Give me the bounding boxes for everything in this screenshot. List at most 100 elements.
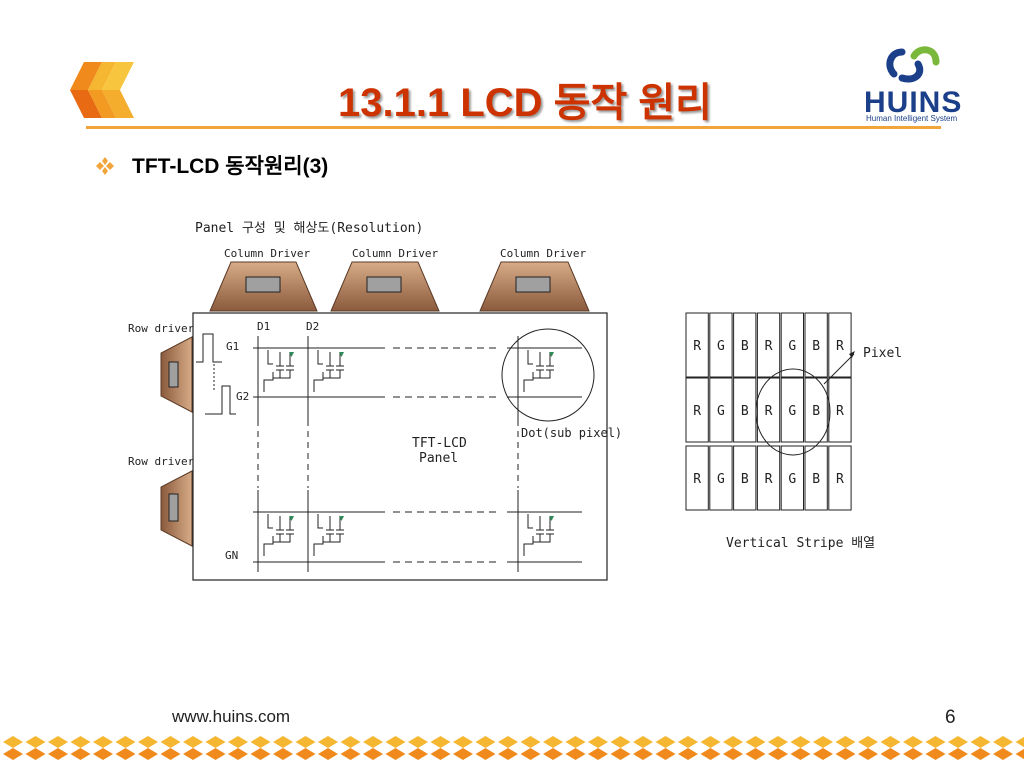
footer-diamond <box>790 748 811 760</box>
subpixel-letter: R <box>693 472 701 487</box>
footer-diamond <box>970 748 991 760</box>
footer-diamond <box>93 736 113 748</box>
pixel-highlight-circle <box>755 368 831 456</box>
subpixel-letter: G <box>788 404 796 419</box>
logo-wordmark: HUINS <box>864 86 963 119</box>
subpixel-letter: R <box>765 339 773 354</box>
subpixel-letter: R <box>836 404 844 419</box>
footer-diamond <box>295 736 316 748</box>
footer-diamond <box>70 736 91 748</box>
footer-diamond <box>633 748 653 760</box>
subpixel-cell <box>733 312 757 378</box>
footer-diamond <box>138 748 158 760</box>
subpixel-letter: G <box>717 472 725 487</box>
footer-diamond <box>768 736 788 748</box>
column-driver: Column Driver <box>330 247 440 312</box>
footer-diamond <box>520 748 541 760</box>
subpixel-cell <box>709 312 733 378</box>
subpixel-cell <box>709 377 733 443</box>
logo-tagline: Human Intelligent System <box>866 114 958 123</box>
footer-diamond <box>160 748 181 760</box>
panel-label-line1: TFT-LCD <box>412 436 467 451</box>
footer-diamond <box>790 736 811 748</box>
stripe-label: Vertical Stripe 배열 <box>726 536 875 551</box>
footer-diamond <box>228 736 248 748</box>
footer-diamond <box>768 748 788 760</box>
subpixel-cell <box>780 445 805 511</box>
page-number: 6 <box>945 707 956 728</box>
footer-diamond <box>93 748 113 760</box>
footer-diamond <box>385 736 406 748</box>
footer-diamond <box>295 748 316 760</box>
footer-diamond <box>858 736 878 748</box>
footer-diamond <box>723 736 743 748</box>
subpixel-cell <box>780 377 805 443</box>
subpixel-letter: B <box>741 472 749 487</box>
footer-diamond <box>520 736 541 748</box>
footer-diamond <box>835 736 856 748</box>
footer-diamond <box>70 748 91 760</box>
footer-diamond <box>498 736 518 748</box>
footer-diamond <box>1015 748 1024 760</box>
footer-diamond <box>48 748 68 760</box>
row-driver-label: Row driver <box>128 322 195 335</box>
subpixel-cell <box>780 312 805 378</box>
footer-diamond <box>205 736 226 748</box>
footer-diamond <box>745 748 766 760</box>
subpixel-letter: B <box>741 339 749 354</box>
footer-diamond <box>700 736 721 748</box>
footer-diamond <box>250 748 271 760</box>
footer-diamond <box>565 736 586 748</box>
diagram-heading: Panel 구성 및 해상도(Resolution) <box>195 221 423 236</box>
footer-diamond <box>925 748 946 760</box>
subpixel-cell <box>828 377 852 443</box>
footer-diamond <box>160 736 181 748</box>
row-driver: Row driver <box>128 455 195 547</box>
footer-diamond <box>880 748 901 760</box>
footer-diamond <box>25 748 46 760</box>
footer-diamond <box>430 736 451 748</box>
footer-diamond <box>250 736 271 748</box>
subpixel-cell <box>804 312 828 378</box>
footer-diamond <box>340 748 361 760</box>
page-title: 13.1.1 LCD 동작 원리 <box>338 81 712 125</box>
subpixel-letter: B <box>741 404 749 419</box>
footer-diamond <box>678 748 698 760</box>
footer-diamond <box>565 748 586 760</box>
footer-diamond <box>408 736 428 748</box>
subpixel-letter: B <box>812 472 820 487</box>
panel-label-line2: Panel <box>419 451 458 466</box>
row-driver: Row driver <box>128 322 195 413</box>
footer-diamond <box>498 748 518 760</box>
footer-diamond <box>993 748 1013 760</box>
footer-diamond <box>813 736 833 748</box>
subpixel-cell <box>756 445 781 511</box>
subpixel-letter: G <box>717 404 725 419</box>
footer-diamond <box>138 736 158 748</box>
footer-diamond <box>948 748 968 760</box>
subpixel-letter: R <box>765 472 773 487</box>
footer-diamond <box>610 748 631 760</box>
footer-diamond <box>273 748 293 760</box>
footer-website: www.huins.com <box>172 707 291 726</box>
footer-diamond <box>340 736 361 748</box>
footer-diamond <box>318 736 338 748</box>
footer-diamond <box>25 736 46 748</box>
footer-diamond <box>903 736 923 748</box>
subpixel-letter: B <box>812 339 820 354</box>
footer-diamond <box>183 748 203 760</box>
footer-diamond <box>723 748 743 760</box>
dot-highlight-circle <box>501 328 595 422</box>
data-label-d1: D1 <box>257 320 270 333</box>
footer-diamond <box>970 736 991 748</box>
column-driver: Column Driver <box>479 247 590 312</box>
column-driver-label: Column Driver <box>500 247 586 260</box>
footer-diamond <box>610 736 631 748</box>
footer-diamond <box>993 736 1013 748</box>
gate-label-gn: GN <box>225 549 238 562</box>
title-cubes-logo <box>70 62 134 118</box>
subpixel-cell <box>756 377 781 443</box>
title-divider <box>86 126 941 129</box>
footer-diamond <box>318 748 338 760</box>
